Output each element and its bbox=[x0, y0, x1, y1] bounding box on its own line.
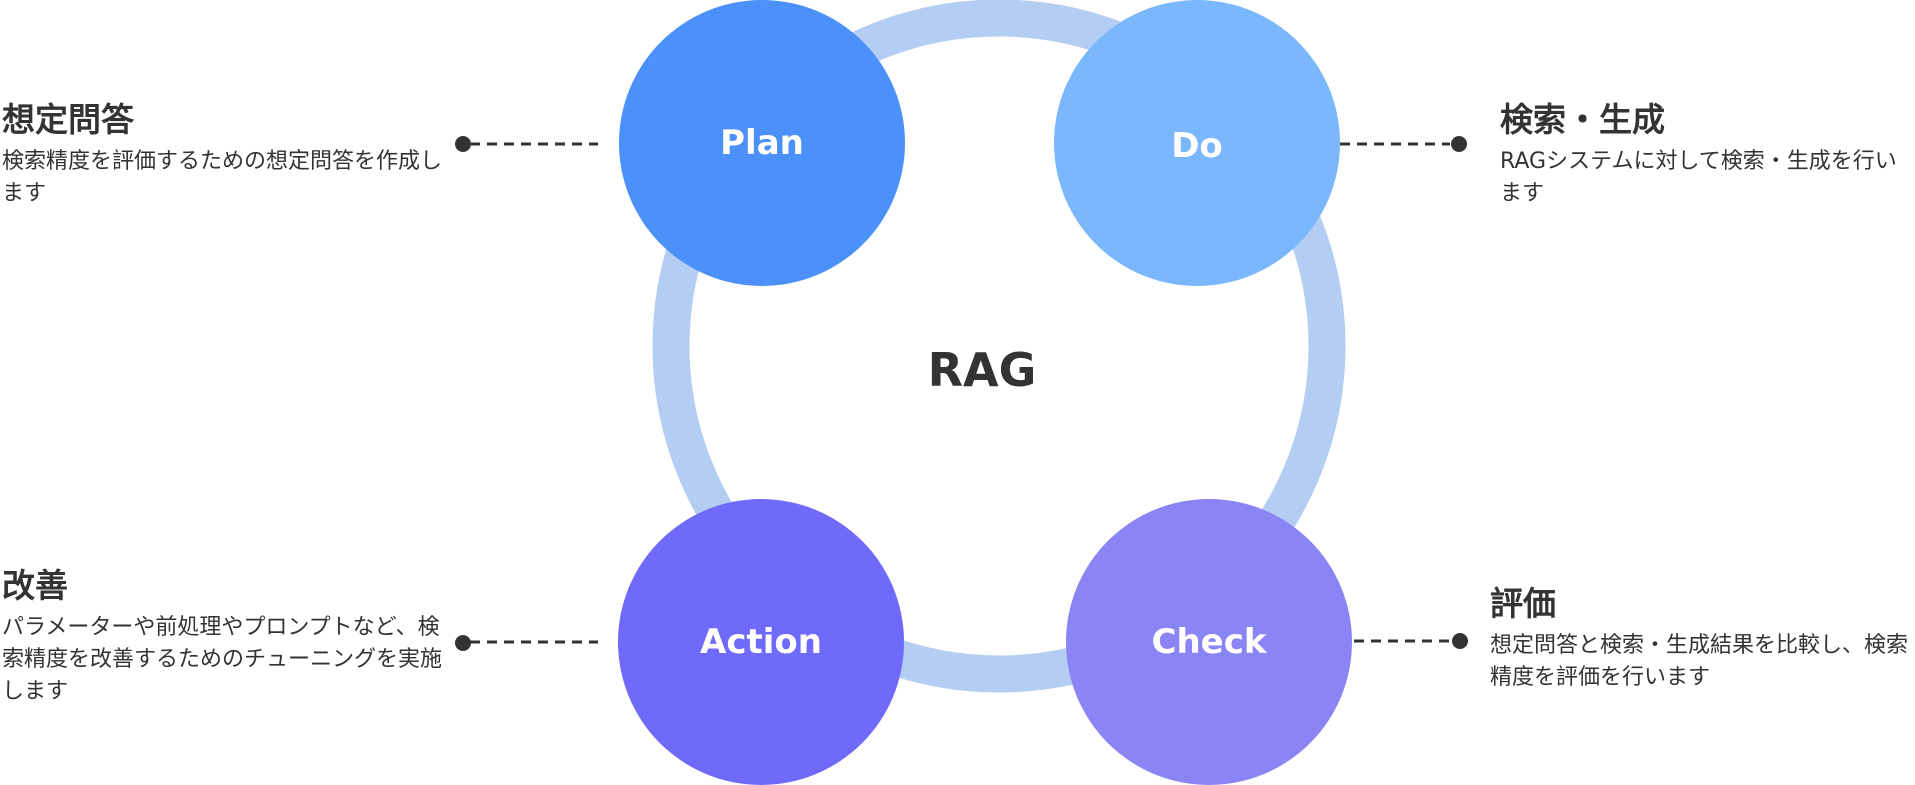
action-title: 改善 bbox=[2, 566, 68, 605]
check-title: 評価 bbox=[1490, 584, 1556, 623]
check-circle bbox=[1066, 499, 1352, 785]
connector-dot bbox=[1452, 633, 1468, 649]
connector-do bbox=[1340, 136, 1467, 152]
plan-circle bbox=[619, 0, 905, 286]
plan-description: 検索精度を評価するための想定問答を作成します bbox=[2, 148, 443, 206]
cycle-ring bbox=[652, 0, 1346, 693]
connector-dot bbox=[455, 136, 471, 152]
do-description-block: 検索・生成 RAGシステムに対して検索・生成を行います bbox=[1500, 100, 1910, 210]
do-circle bbox=[1054, 0, 1340, 286]
plan-label: Plan bbox=[720, 123, 804, 163]
do-description: RAGシステムに対して検索・生成を行います bbox=[1500, 148, 1897, 206]
check-label: Check bbox=[1152, 622, 1268, 662]
center-label: RAG bbox=[928, 343, 1037, 397]
connector-dot bbox=[455, 635, 471, 651]
connector-action bbox=[455, 635, 598, 651]
plan-title: 想定問答 bbox=[2, 100, 134, 139]
do-label: Do bbox=[1171, 126, 1223, 166]
check-description-block: 評価 想定問答と検索・生成結果を比較し、検索精度を評価を行います bbox=[1490, 584, 1910, 694]
connector-dot bbox=[1451, 136, 1467, 152]
node-check: Check bbox=[1066, 499, 1352, 785]
action-label: Action bbox=[700, 622, 822, 662]
node-action: Action bbox=[618, 499, 904, 785]
connector-plan bbox=[455, 136, 598, 152]
action-description-block: 改善 パラメーターや前処理やプロンプトなど、検索精度を改善するためのチューニング… bbox=[2, 566, 442, 708]
connector-check bbox=[1354, 633, 1468, 649]
do-title: 検索・生成 bbox=[1500, 100, 1665, 139]
action-description: パラメーターや前処理やプロンプトなど、検索精度を改善するためのチューニングを実施… bbox=[2, 614, 443, 704]
node-do: Do bbox=[1054, 0, 1340, 286]
check-description: 想定問答と検索・生成結果を比較し、検索精度を評価を行います bbox=[1490, 632, 1909, 690]
plan-description-block: 想定問答 検索精度を評価するための想定問答を作成します bbox=[2, 100, 442, 210]
node-plan: Plan bbox=[619, 0, 905, 286]
action-circle bbox=[618, 499, 904, 785]
